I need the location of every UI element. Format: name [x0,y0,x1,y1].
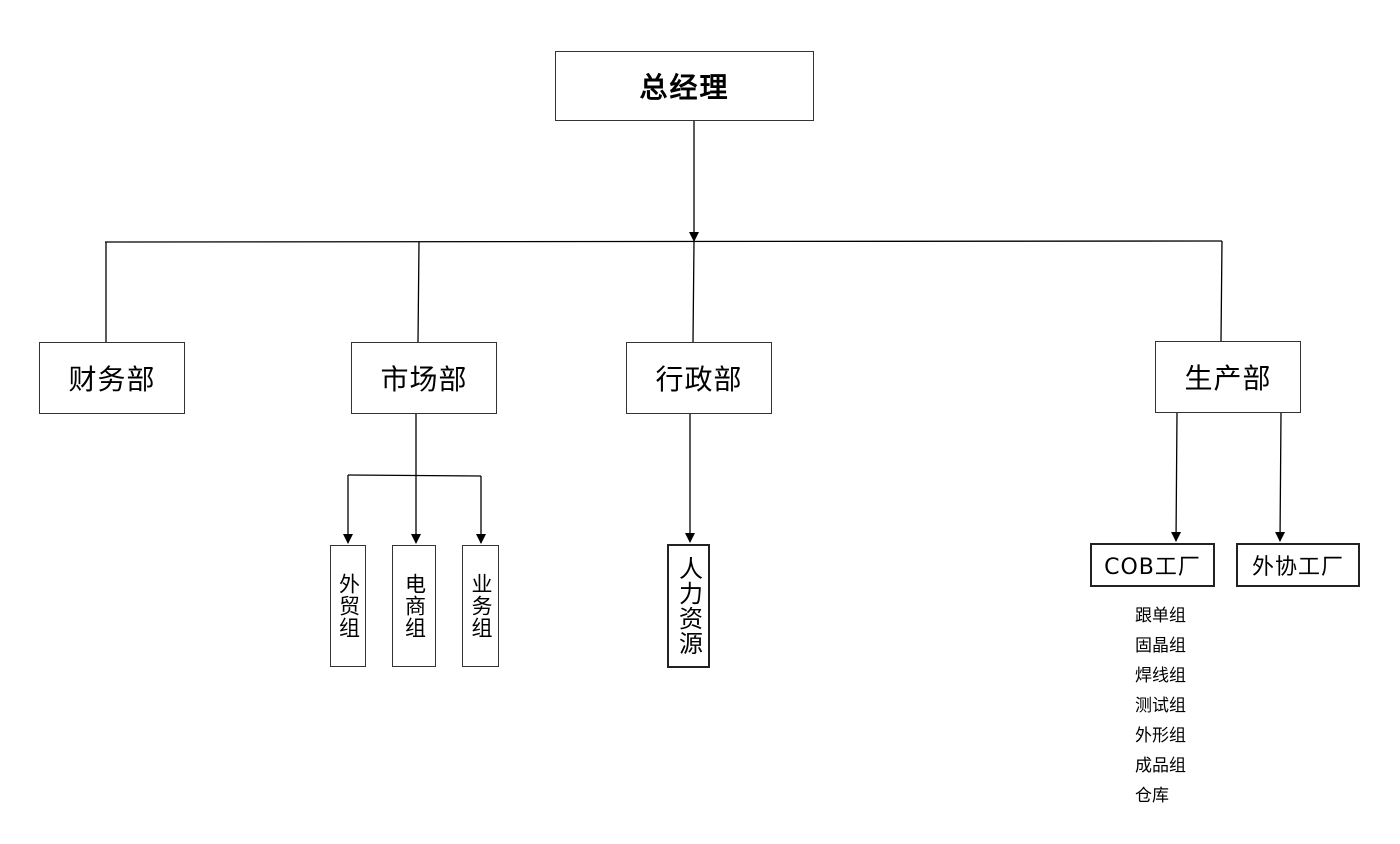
admin-dept-box: 行政部 [626,342,772,414]
production-to-cob-arrow [1171,412,1182,542]
marketing-dept-box: 市场部 [351,342,497,414]
finance-dept-label: 财务部 [68,363,156,396]
cob-team-item: 焊线组 [1135,666,1186,686]
business-group-label: 业务组 [469,573,493,639]
cob-team-list: 跟单组 固晶组 焊线组 测试组 外形组 成品组 仓库 [1135,601,1186,811]
production-dept-label: 生产部 [1184,362,1272,395]
cob-factory-box: COB工厂 [1090,543,1215,587]
marketing-dept-label: 市场部 [380,363,468,396]
outsourced-factory-label: 外协工厂 [1251,555,1344,580]
ecommerce-group-label: 电商组 [402,573,427,639]
production-dept-box: 生产部 [1155,341,1301,413]
cob-team-item: 跟单组 [1135,606,1186,626]
cob-factory-label: COB工厂 [1104,555,1201,580]
main-bus-line [104,240,1223,243]
business-group-box: 业务组 [462,545,499,667]
general-manager-box: 总经理 [555,51,814,121]
foreign-trade-group-box: 外贸组 [330,545,366,667]
marketing-bus [347,474,482,477]
cob-team-item: 仓库 [1135,786,1169,806]
cob-team-item: 测试组 [1135,696,1186,716]
cob-team-item: 固晶组 [1135,636,1186,656]
outsourced-factory-box: 外协工厂 [1236,543,1360,587]
drop-production [1220,240,1223,342]
production-to-outsourced-arrow [1275,412,1286,542]
foreign-trade-group-label: 外贸组 [336,573,361,639]
cob-team-item: 成品组 [1135,756,1186,776]
hr-group-label: 人力资源 [674,556,703,656]
finance-dept-box: 财务部 [39,342,185,414]
cob-team-item: 外形组 [1135,726,1186,746]
hr-group-box: 人力资源 [667,544,710,668]
ecommerce-group-box: 电商组 [392,545,436,667]
drop-admin [692,241,695,343]
drop-marketing [417,241,420,343]
general-manager-label: 总经理 [639,71,730,104]
admin-dept-label: 行政部 [655,363,743,396]
